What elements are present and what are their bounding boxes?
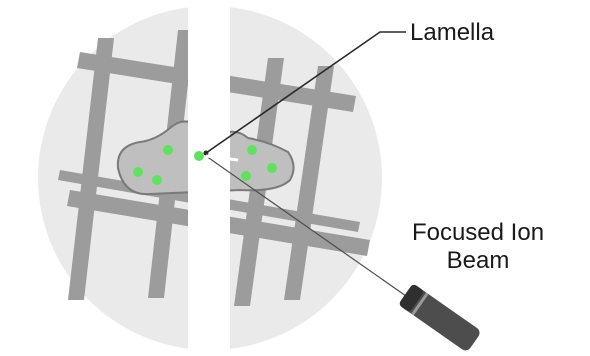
particle [163,145,173,155]
particle [267,163,277,173]
particle [241,171,251,181]
ion-beam-path [205,155,407,297]
focused-ion-beam-label: Focused Ion Beam [408,219,548,275]
ion-beam-entry [205,154,239,162]
lamella-label: Lamella [410,19,495,46]
grid-bar-vertical-left [68,38,114,300]
particle [152,175,162,185]
lamella-marker-icon [194,151,204,161]
focused-ion-beam-column-icon [399,284,480,351]
particle [133,167,143,177]
milled-trench [188,0,230,356]
focused-ion-beam-label-line1: Focused Ion [411,219,545,246]
focused-ion-beam-label-line2: Beam [446,247,510,274]
particles [133,145,277,185]
lamella-leader-line [205,31,406,154]
particle [247,145,257,155]
